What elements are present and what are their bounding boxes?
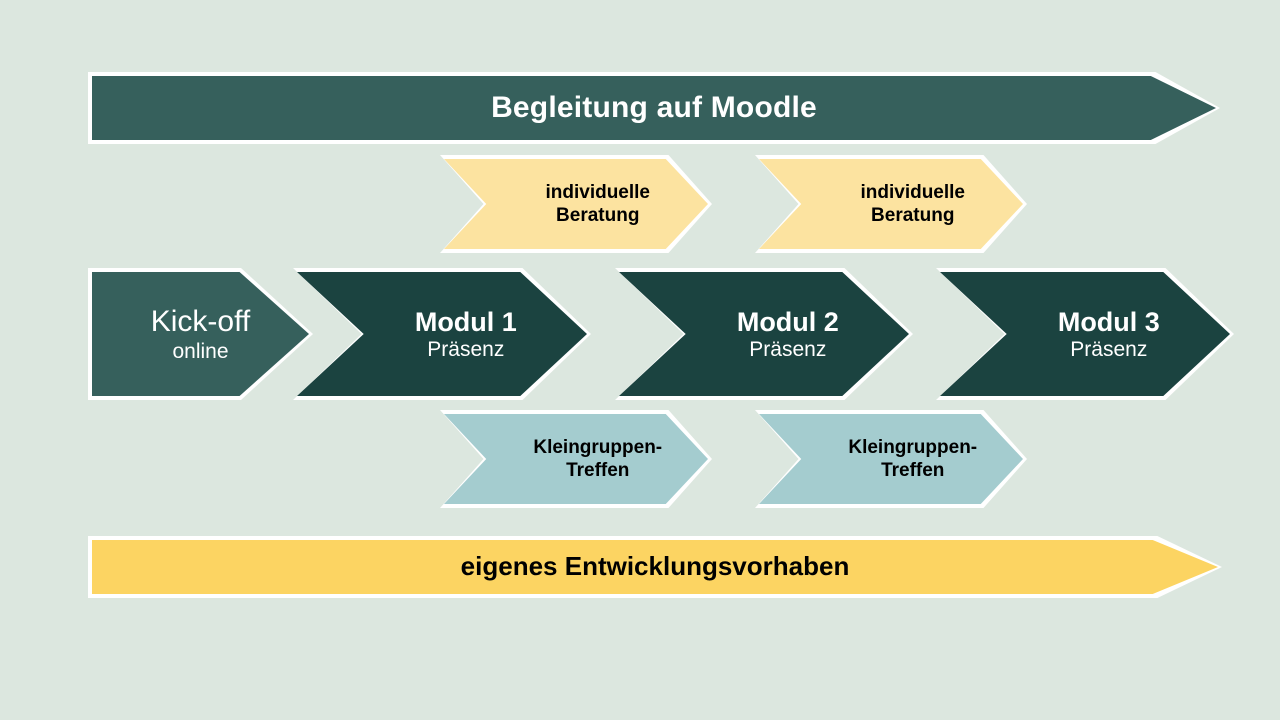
bottom-banner-eigenes-entwicklungsvorhaben[interactable]: eigenes Entwicklungsvorhaben [88,536,1222,598]
smallgroup-chevron-2-fill [759,414,1023,504]
top-banner-fill [92,76,1216,140]
stage-kick-off-fill [92,272,309,396]
consultation-chevron-1[interactable]: individuelle Beratung [440,155,712,253]
consultation-chevron-2[interactable]: individuelle Beratung [755,155,1027,253]
consultation-chevron-1-fill [444,159,708,249]
smallgroup-chevron-1-fill [444,414,708,504]
smallgroup-chevron-2[interactable]: Kleingruppen- Treffen [755,410,1027,508]
smallgroup-chevron-1[interactable]: Kleingruppen- Treffen [440,410,712,508]
consultation-chevron-2-fill [759,159,1023,249]
bottom-banner-fill [92,540,1218,594]
stage-kick-off[interactable]: Kick-off online [88,268,313,400]
stage-modul-1[interactable]: Modul 1 Präsenz [293,268,591,400]
stage-modul-3[interactable]: Modul 3 Präsenz [936,268,1234,400]
top-banner-begleitung-auf-moodle[interactable]: Begleitung auf Moodle [88,72,1220,144]
stage-modul-2[interactable]: Modul 2 Präsenz [615,268,913,400]
